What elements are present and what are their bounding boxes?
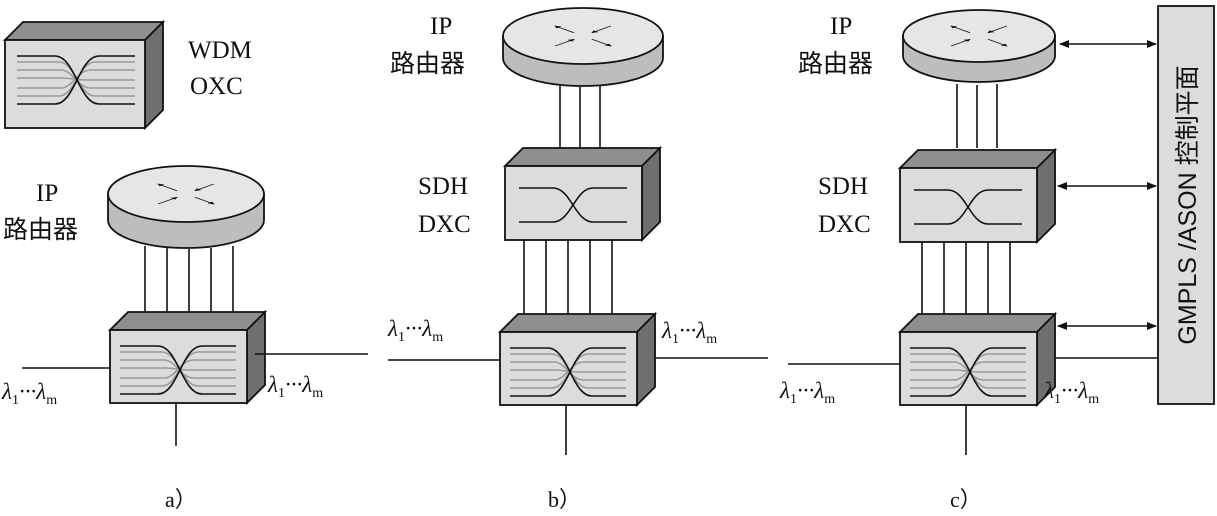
panel-a: IP 路由器 λ1···λm λ1 xyxy=(1,165,368,512)
sdh-dxc-node xyxy=(897,147,1058,245)
ip-router xyxy=(502,7,664,87)
router-label-name: 路由器 xyxy=(390,50,465,78)
wdm-switch-symbol xyxy=(17,55,135,105)
router-label-name: 路由器 xyxy=(798,50,873,78)
lambda-range-right: λ1···λm xyxy=(267,372,323,401)
panel-caption: b） xyxy=(548,487,581,512)
wdm-oxc-node xyxy=(107,309,268,406)
dxc-label-type: SDH xyxy=(418,173,468,200)
ip-router xyxy=(107,165,265,249)
router-label-name: 路由器 xyxy=(3,216,78,244)
control-plane-box xyxy=(1157,5,1215,405)
router-arrows-icon xyxy=(157,183,215,205)
wdm-oxc-node xyxy=(497,311,658,408)
router-to-dxc-links xyxy=(559,86,601,148)
router-arrows-icon xyxy=(950,25,1008,47)
router-to-oxc-links xyxy=(144,246,234,312)
lambda-range-right: λ1···λm xyxy=(1043,378,1099,407)
router-label-ip: IP xyxy=(430,13,452,40)
ip-router xyxy=(902,9,1056,83)
legend-label-line1: WDM xyxy=(188,37,252,64)
lambda-range-left: λ1···λm xyxy=(779,378,835,407)
wdm-switch-symbol xyxy=(120,345,236,395)
lambda-range-right: λ1···λm xyxy=(661,318,717,347)
sdh-dxc-node xyxy=(502,145,663,243)
wdm-switch-symbol xyxy=(910,347,1026,397)
lambda-range-left: λ1···λm xyxy=(1,379,57,408)
panel-caption: a） xyxy=(165,487,197,512)
sdh-switch-symbol xyxy=(519,187,627,223)
dxc-label-name: DXC xyxy=(818,211,871,238)
legend-wdm-oxc: WDM OXC xyxy=(2,19,252,131)
legend-label-line2: OXC xyxy=(190,73,243,100)
dxc-to-oxc-links xyxy=(523,240,613,314)
router-arrows-icon xyxy=(554,25,612,47)
dxc-label-name: DXC xyxy=(418,211,471,238)
wdm-switch-symbol xyxy=(510,347,626,397)
panel-caption: c） xyxy=(950,487,982,512)
sdh-switch-symbol xyxy=(914,189,1022,225)
panel-b: IP 路由器 SDH DXC xyxy=(387,7,768,512)
router-to-dxc-links xyxy=(956,84,998,148)
wdm-oxc-icon xyxy=(2,19,166,131)
control-plane-label: GMPLS /ASON 控制平面 xyxy=(1174,65,1202,344)
router-label-ip: IP xyxy=(36,180,58,207)
control-plane-arrows xyxy=(1057,40,1157,330)
wdm-oxc-node xyxy=(897,311,1058,408)
dxc-label-type: SDH xyxy=(818,173,868,200)
lambda-range-left: λ1···λm xyxy=(387,316,443,345)
panel-c: IP 路由器 SDH DXC xyxy=(779,5,1215,512)
router-label-ip: IP xyxy=(830,13,852,40)
dxc-to-oxc-links xyxy=(921,242,1011,314)
